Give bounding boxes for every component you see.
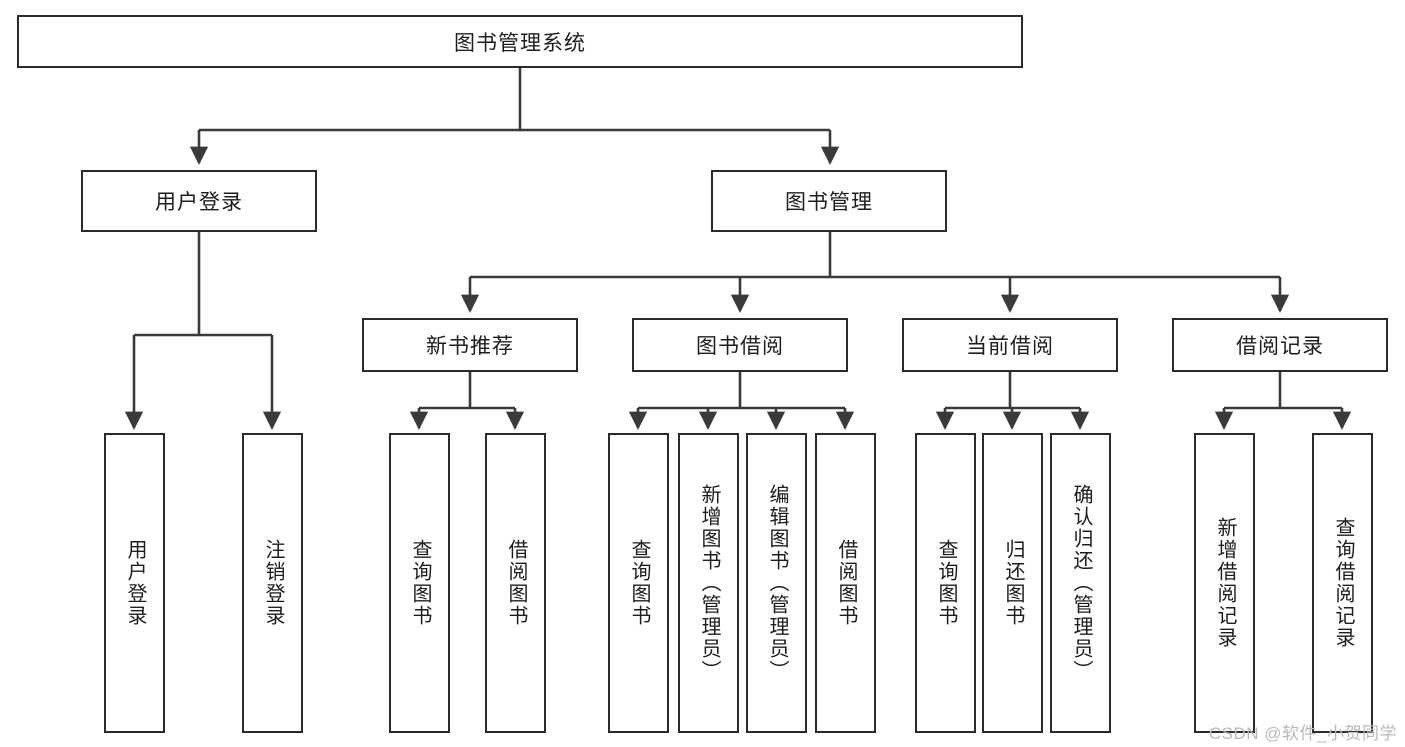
node-new-book-recommend-label: 新书推荐 [426,335,514,358]
node-book-borrow[interactable]: 图书借阅 [632,318,848,372]
node-borrow-record[interactable]: 借阅记录 [1172,318,1388,372]
leaf-current-confirm-return-label: 确认归还（管理员） [1070,484,1092,682]
leaf-recommend-borrow-book-label: 借阅图书 [505,539,527,627]
leaf-borrow-add-book-label: 新增图书（管理员） [698,484,720,682]
node-user-login-label: 用户登录 [155,191,243,214]
leaf-user-login-logout[interactable]: 注销登录 [242,433,303,733]
leaf-record-query-record[interactable]: 查询借阅记录 [1312,433,1373,733]
node-book-management-label: 图书管理 [785,191,873,214]
leaf-recommend-borrow-book[interactable]: 借阅图书 [485,433,546,733]
leaf-borrow-query-book-label: 查询图书 [628,539,650,627]
leaf-borrow-edit-book[interactable]: 编辑图书（管理员） [746,433,807,733]
leaf-recommend-query-book-label: 查询图书 [409,539,431,627]
leaf-user-login-logout-label: 注销登录 [262,539,284,627]
leaf-borrow-edit-book-label: 编辑图书（管理员） [766,484,788,682]
leaf-current-query-book[interactable]: 查询图书 [915,433,976,733]
leaf-current-return-book-label: 归还图书 [1002,539,1024,627]
leaf-current-return-book[interactable]: 归还图书 [982,433,1043,733]
node-new-book-recommend[interactable]: 新书推荐 [362,318,578,372]
leaf-user-login-login-label: 用户登录 [124,539,146,627]
leaf-user-login-login[interactable]: 用户登录 [104,433,165,733]
node-root[interactable]: 图书管理系统 [17,15,1023,68]
node-borrow-record-label: 借阅记录 [1236,335,1324,358]
leaf-borrow-borrow-book[interactable]: 借阅图书 [815,433,876,733]
leaf-record-add-record[interactable]: 新增借阅记录 [1194,433,1255,733]
leaf-record-add-record-label: 新增借阅记录 [1214,517,1236,649]
node-book-management[interactable]: 图书管理 [711,170,947,232]
node-book-borrow-label: 图书借阅 [696,335,784,358]
leaf-record-query-record-label: 查询借阅记录 [1332,517,1354,649]
leaf-borrow-borrow-book-label: 借阅图书 [835,539,857,627]
leaf-borrow-query-book[interactable]: 查询图书 [608,433,669,733]
node-user-login[interactable]: 用户登录 [81,170,317,232]
leaf-recommend-query-book[interactable]: 查询图书 [389,433,450,733]
leaf-current-query-book-label: 查询图书 [935,539,957,627]
csdn-watermark: CSDN @软件_小贺同学 [1208,724,1397,743]
node-root-label: 图书管理系统 [454,31,586,55]
node-current-borrow[interactable]: 当前借阅 [902,318,1118,372]
leaf-current-confirm-return[interactable]: 确认归还（管理员） [1050,433,1111,733]
node-current-borrow-label: 当前借阅 [966,335,1054,358]
leaf-borrow-add-book[interactable]: 新增图书（管理员） [678,433,739,733]
